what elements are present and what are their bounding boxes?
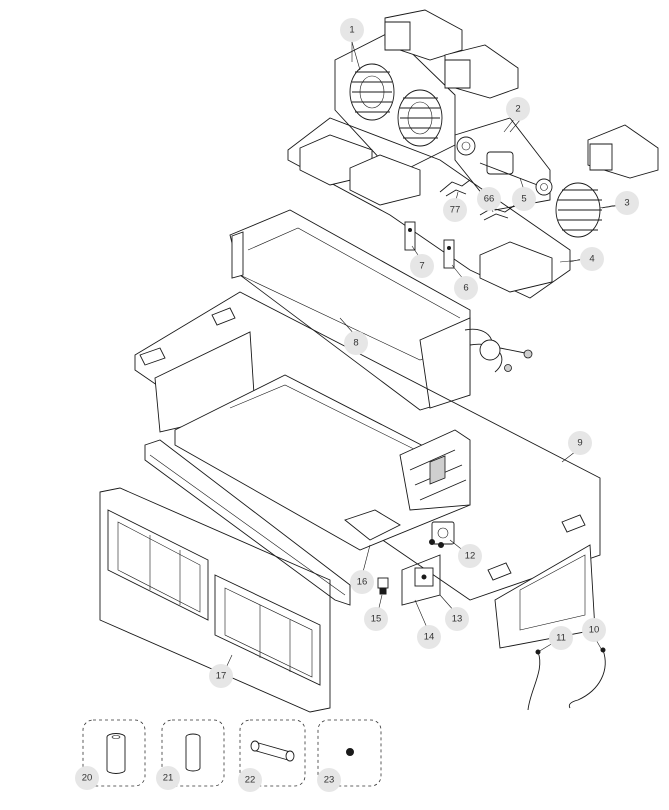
callout-66: 66: [477, 187, 501, 211]
svg-text:4: 4: [589, 254, 594, 265]
callout-21: 21: [156, 766, 180, 790]
svg-text:5: 5: [521, 194, 526, 205]
callout-13: 13: [445, 607, 469, 631]
svg-text:12: 12: [465, 551, 476, 562]
callout-2: 2: [506, 97, 530, 121]
svg-text:16: 16: [357, 577, 368, 588]
part-group-1-blowers: [334, 9, 519, 176]
svg-text:7: 7: [419, 261, 424, 272]
accessory-boxes: [82, 719, 382, 787]
callout-10: 10: [582, 618, 606, 642]
svg-text:20: 20: [82, 773, 93, 784]
blower-wheel-right: [397, 89, 443, 147]
main-unit-body: [174, 374, 471, 551]
part-3-blower-single: [555, 124, 659, 238]
svg-text:9: 9: [577, 438, 582, 449]
svg-text:14: 14: [424, 632, 435, 643]
svg-text:6: 6: [463, 283, 468, 294]
svg-text:15: 15: [371, 614, 382, 625]
callout-1: 1: [340, 18, 364, 42]
callout-12: 12: [458, 544, 482, 568]
brackets: [404, 179, 516, 269]
svg-text:13: 13: [452, 614, 463, 625]
parts-12-15-electrical: [377, 521, 455, 606]
svg-text:1: 1: [349, 25, 354, 36]
callout-20: 20: [75, 766, 99, 790]
svg-text:66: 66: [484, 194, 495, 205]
blower-housing-top: [384, 9, 519, 99]
svg-text:8: 8: [353, 338, 358, 349]
sensors-10-11: [527, 647, 606, 711]
blower-wheel-left: [349, 63, 395, 121]
callout-7: 7: [410, 254, 434, 278]
part-group-2-motor: [454, 113, 553, 211]
part-16-front-panel: [144, 439, 351, 606]
callout-17: 17: [209, 664, 233, 688]
callout-8: 8: [344, 331, 368, 355]
part-17-filter: [99, 487, 331, 713]
callout-14: 14: [417, 625, 441, 649]
svg-text:77: 77: [450, 205, 461, 216]
callout-16: 16: [350, 570, 374, 594]
part-8-coil: [229, 209, 533, 411]
svg-text:11: 11: [556, 633, 566, 644]
callout-11: 11: [549, 626, 573, 650]
callout-9: 9: [568, 431, 592, 455]
part-group-4-scrolls: [287, 117, 586, 299]
callout-3: 3: [615, 191, 639, 215]
callout-77: 77: [443, 198, 467, 222]
callout-6: 6: [454, 276, 478, 300]
svg-text:2: 2: [515, 104, 520, 115]
svg-text:3: 3: [624, 198, 629, 209]
svg-text:10: 10: [589, 625, 600, 636]
callout-15: 15: [364, 607, 388, 631]
callout-23: 23: [317, 768, 341, 792]
svg-text:22: 22: [245, 775, 256, 786]
callout-4: 4: [580, 247, 604, 271]
svg-text:23: 23: [324, 775, 335, 786]
callout-5: 5: [512, 187, 536, 211]
svg-text:21: 21: [163, 773, 174, 784]
callout-22: 22: [238, 768, 262, 792]
svg-text:17: 17: [216, 671, 227, 682]
